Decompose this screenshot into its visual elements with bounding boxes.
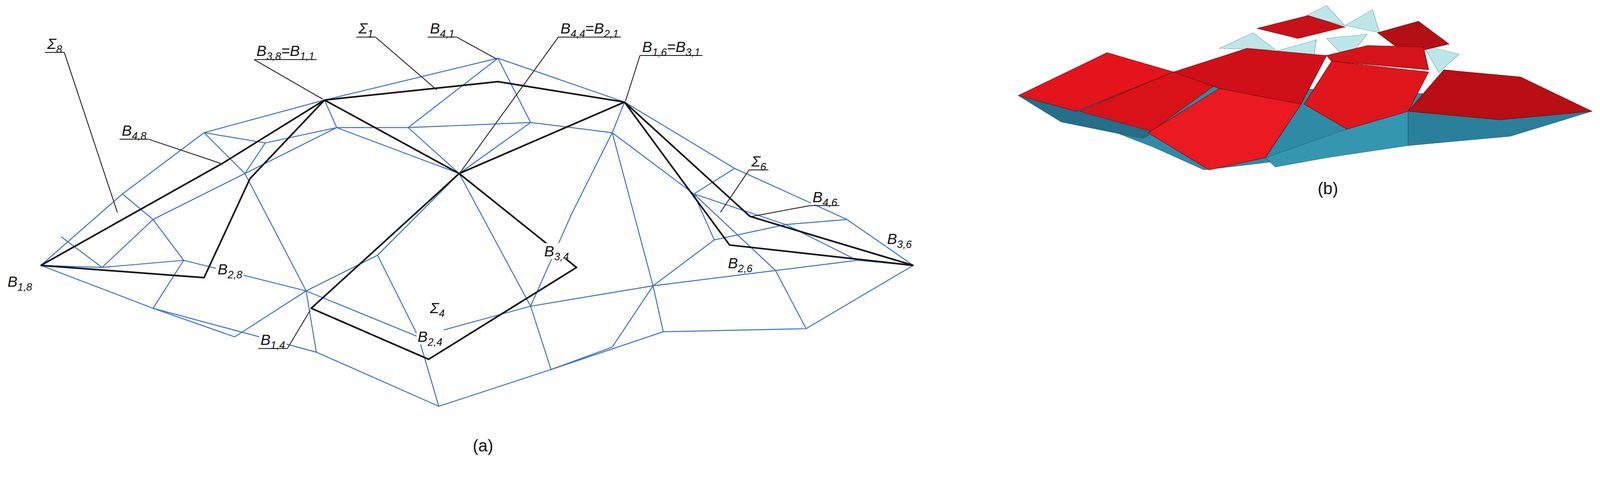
point-label: B3,4 (542, 243, 571, 259)
module-edge (324, 81, 625, 102)
leader-line (254, 59, 323, 99)
module-edge (624, 102, 914, 266)
panel-face (1173, 48, 1327, 105)
mesh-edge (652, 285, 664, 332)
panel-face (1304, 61, 1429, 130)
inner-face (1345, 9, 1380, 33)
panel-face (1408, 70, 1592, 121)
mesh-edge (408, 58, 498, 128)
mesh-edge (153, 219, 185, 261)
point-label: B4,8 (120, 122, 148, 139)
mesh-edge (571, 132, 613, 214)
mesh-edge (336, 127, 460, 174)
point-label: B1,4 (259, 331, 287, 348)
mesh-edge (122, 193, 154, 220)
mesh-edge (377, 254, 419, 337)
module-outlines (40, 81, 914, 359)
leader-line (456, 36, 497, 59)
inner-face (1423, 45, 1460, 73)
module-edge (624, 102, 914, 266)
module-edge (40, 99, 325, 266)
mesh-edge (612, 285, 654, 347)
wireframe-mesh (40, 58, 914, 406)
mesh-edge (612, 132, 654, 286)
panel-face (1147, 88, 1302, 170)
point-label: Σ4 (428, 299, 447, 316)
point-label: B1,6=B3,1 (640, 38, 702, 55)
mesh-edge (693, 168, 735, 194)
inner-face (1219, 32, 1276, 50)
point-label: B4,6 (811, 188, 839, 205)
leader-line (625, 55, 641, 101)
point-label: Σ6 (749, 153, 768, 170)
point-label: B2,4 (416, 328, 444, 345)
leader-line (460, 36, 559, 173)
point-label: B2,6 (726, 254, 754, 271)
mesh-edge (305, 291, 317, 353)
mesh-edge (244, 173, 306, 292)
mesh-edge (459, 173, 531, 306)
leader-line (720, 169, 749, 213)
panel-letter: (a) (471, 436, 495, 455)
mesh-edge (153, 260, 185, 309)
mesh-edge (305, 254, 378, 291)
leader-line (148, 139, 221, 164)
module-edge (311, 173, 577, 360)
panel-letter: (b) (1316, 179, 1340, 198)
panel-face (1257, 15, 1345, 39)
point-label: B3,8=B1,1 (254, 42, 316, 59)
panel-face (1326, 45, 1429, 70)
mesh-edge (785, 219, 848, 225)
drawing-group (40, 5, 1593, 407)
mesh-edge (551, 346, 613, 370)
leader-line (752, 205, 811, 217)
point-label: B4,4=B2,1 (559, 20, 620, 37)
point-label: B2,8 (216, 261, 244, 277)
mesh-edge (775, 270, 807, 329)
mesh-outline (40, 58, 914, 406)
point-label: B1,8 (6, 273, 34, 290)
point-label: Σ1 (357, 20, 375, 37)
mesh-edge (204, 132, 266, 143)
mesh-ring (102, 122, 858, 337)
mesh-edge (530, 305, 551, 370)
mesh-edge (153, 308, 235, 337)
mesh-edge (497, 58, 531, 123)
mesh-edge (61, 236, 103, 268)
module-edge (324, 99, 625, 174)
mesh-edge (652, 239, 715, 286)
point-label: B3,6 (885, 230, 914, 247)
module-edge (40, 99, 325, 278)
leader-line (287, 310, 311, 349)
render-3d (1018, 5, 1592, 170)
leader-lines (44, 36, 840, 349)
point-label: B4,1 (428, 20, 456, 37)
point-label: Σ8 (45, 35, 64, 52)
leader-line (375, 36, 437, 90)
mesh-edge (234, 291, 306, 337)
leader-line (64, 52, 118, 213)
